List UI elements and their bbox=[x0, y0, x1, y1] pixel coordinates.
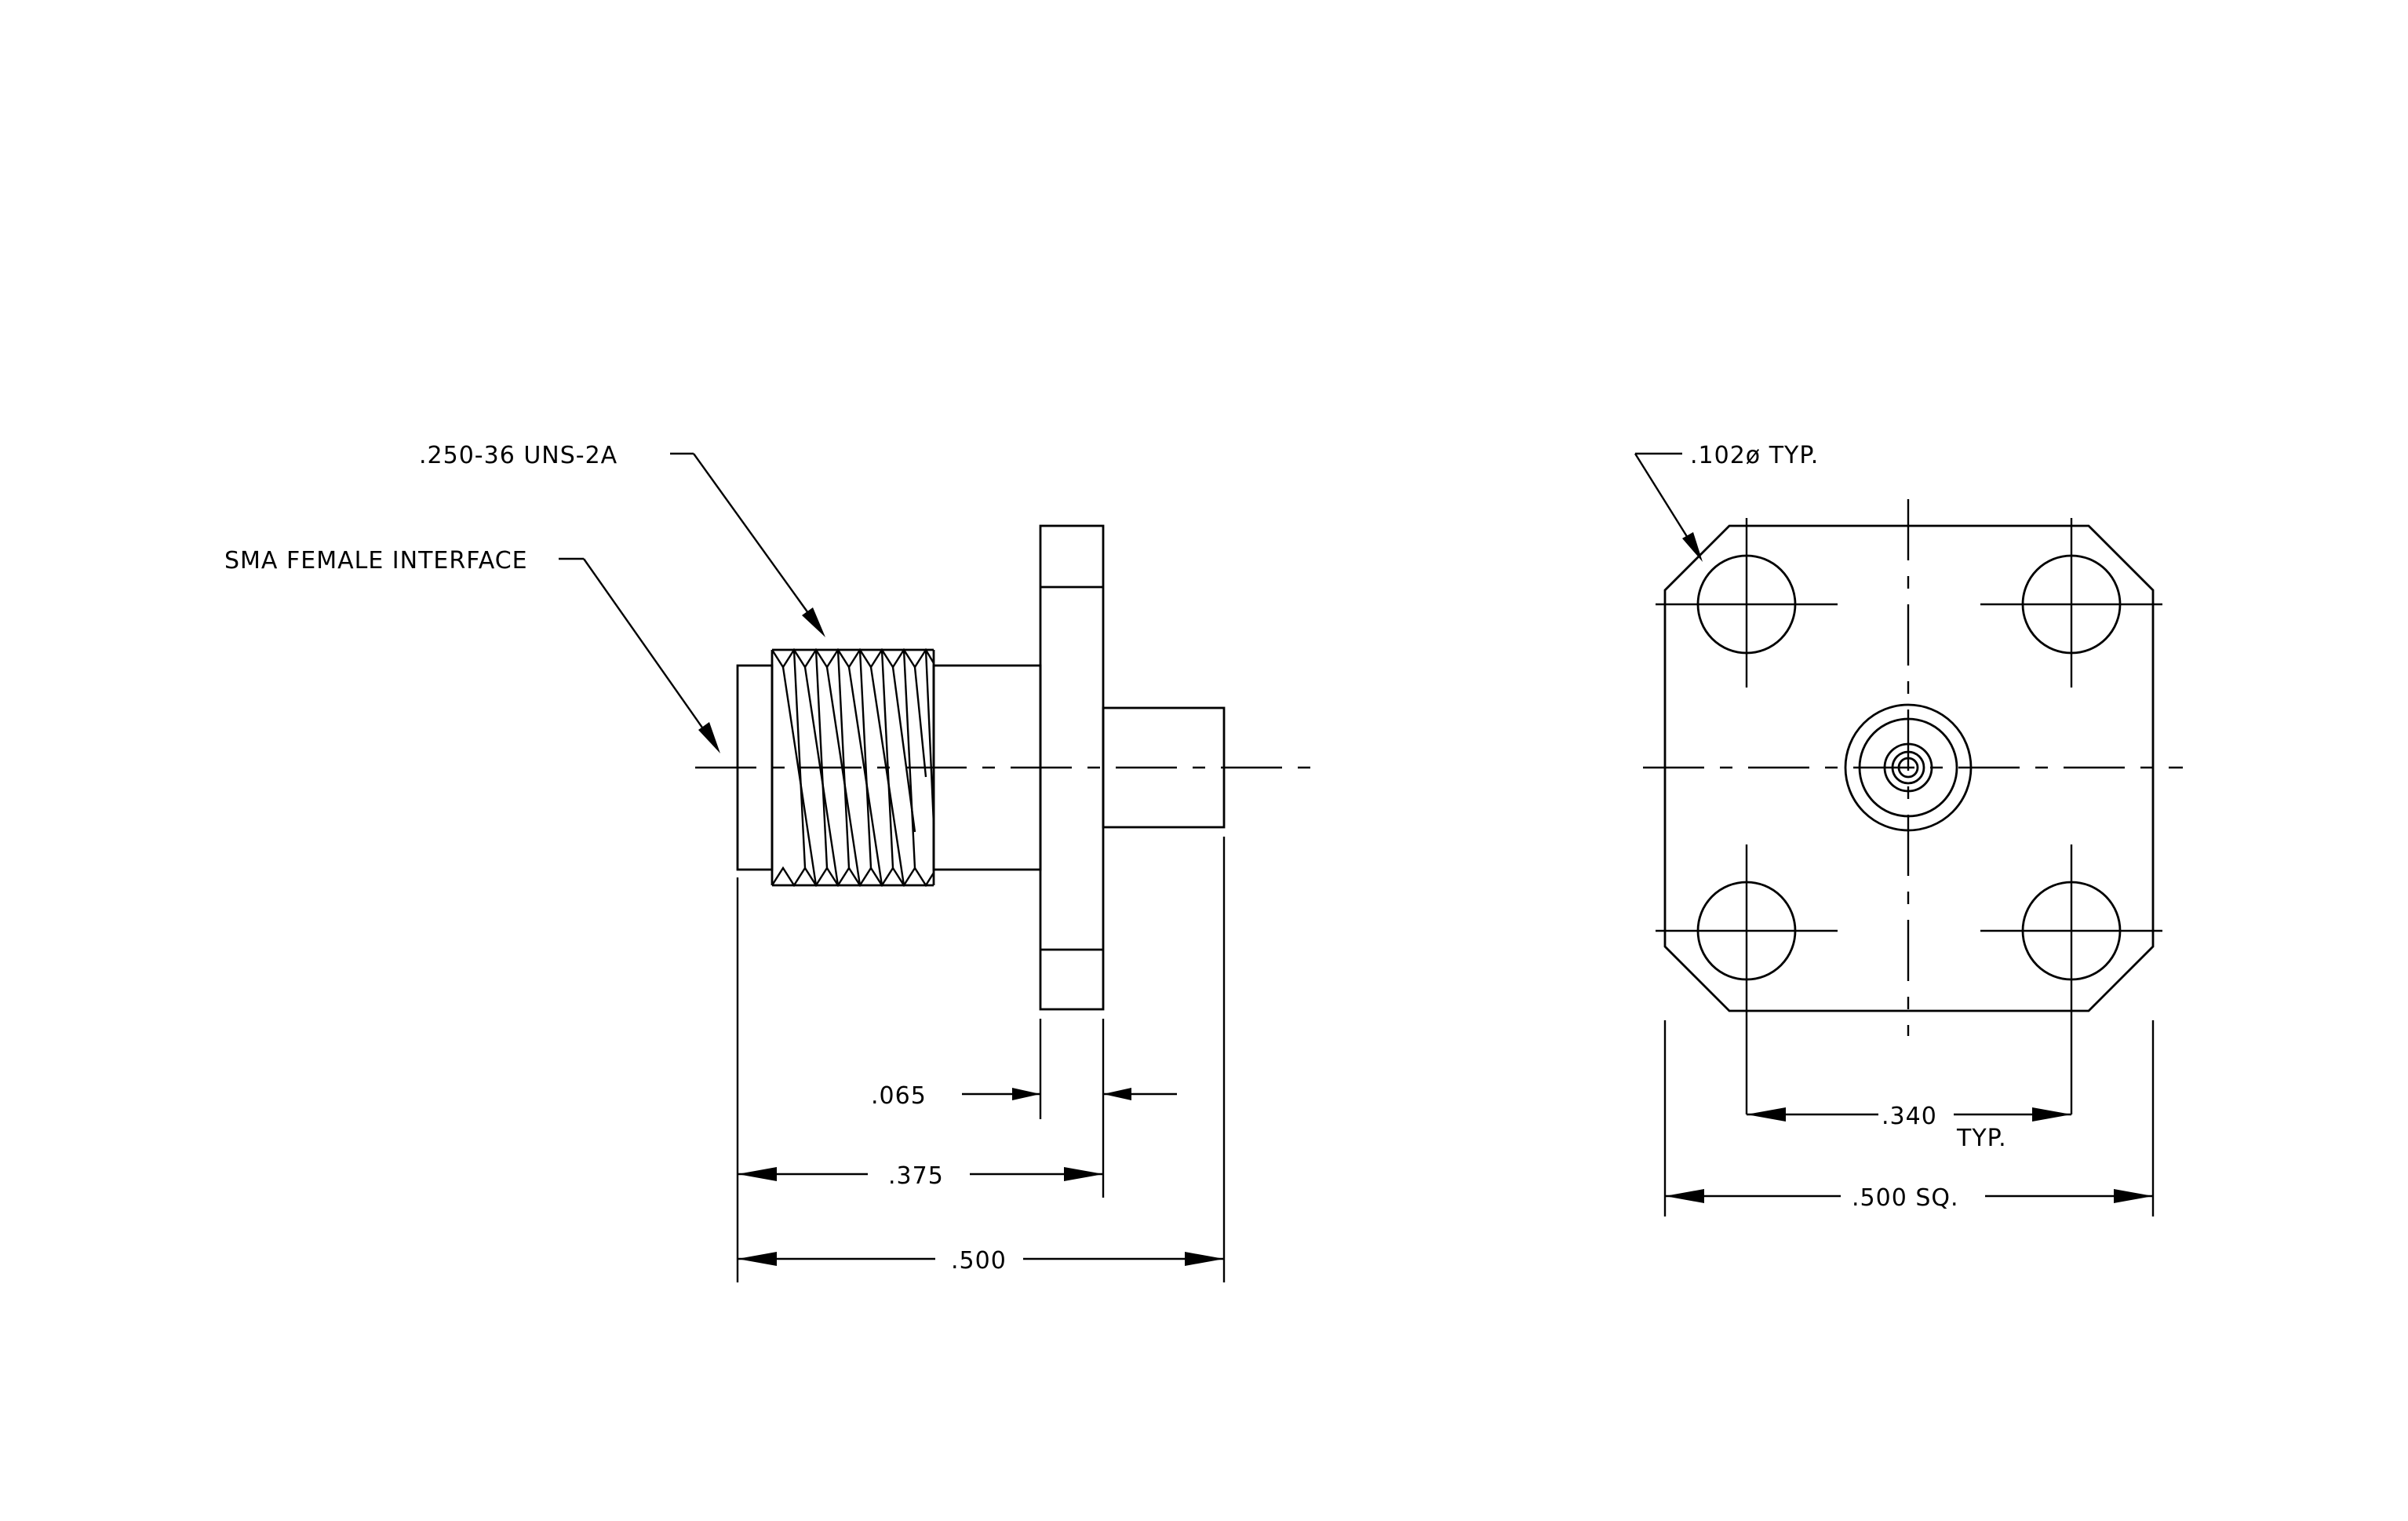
hole-crosshairs bbox=[1656, 518, 2162, 1114]
dim-front-label: .375 bbox=[888, 1162, 944, 1190]
dim-front-length: .375 bbox=[738, 1162, 1103, 1190]
flange-outline bbox=[1663, 524, 2155, 1012]
thread-spec-label: .250-36 UNS-2A bbox=[419, 442, 617, 469]
dim-hole-spacing-label: .340 bbox=[1882, 1103, 1937, 1130]
interface-label: SMA FEMALE INTERFACE bbox=[224, 547, 528, 574]
hole-diameter-label: .102ø TYP. bbox=[1690, 442, 1819, 469]
side-view: .065 .375 .500 .250-36 UNS-2A bbox=[224, 442, 1321, 1282]
dim-hole-spacing: .340 TYP. bbox=[1747, 1103, 2071, 1152]
dim-flange-label: .065 bbox=[871, 1082, 927, 1110]
leader-interface: SMA FEMALE INTERFACE bbox=[224, 547, 720, 753]
dim-flange-thickness: .065 bbox=[871, 1082, 1177, 1110]
leader-thread: .250-36 UNS-2A bbox=[419, 442, 825, 637]
dim-overall-label: .500 bbox=[951, 1247, 1007, 1275]
dim-overall-length: .500 bbox=[738, 1247, 1224, 1275]
dim-square: .500 SQ. bbox=[1665, 1184, 2153, 1212]
front-view: .340 TYP. .500 SQ. .102ø TYP. bbox=[1634, 442, 2183, 1216]
dim-square-label: .500 SQ. bbox=[1852, 1184, 1959, 1212]
dim-hole-spacing-note: TYP. bbox=[1956, 1125, 2007, 1152]
leader-hole-diameter: .102ø TYP. bbox=[1634, 442, 1819, 562]
